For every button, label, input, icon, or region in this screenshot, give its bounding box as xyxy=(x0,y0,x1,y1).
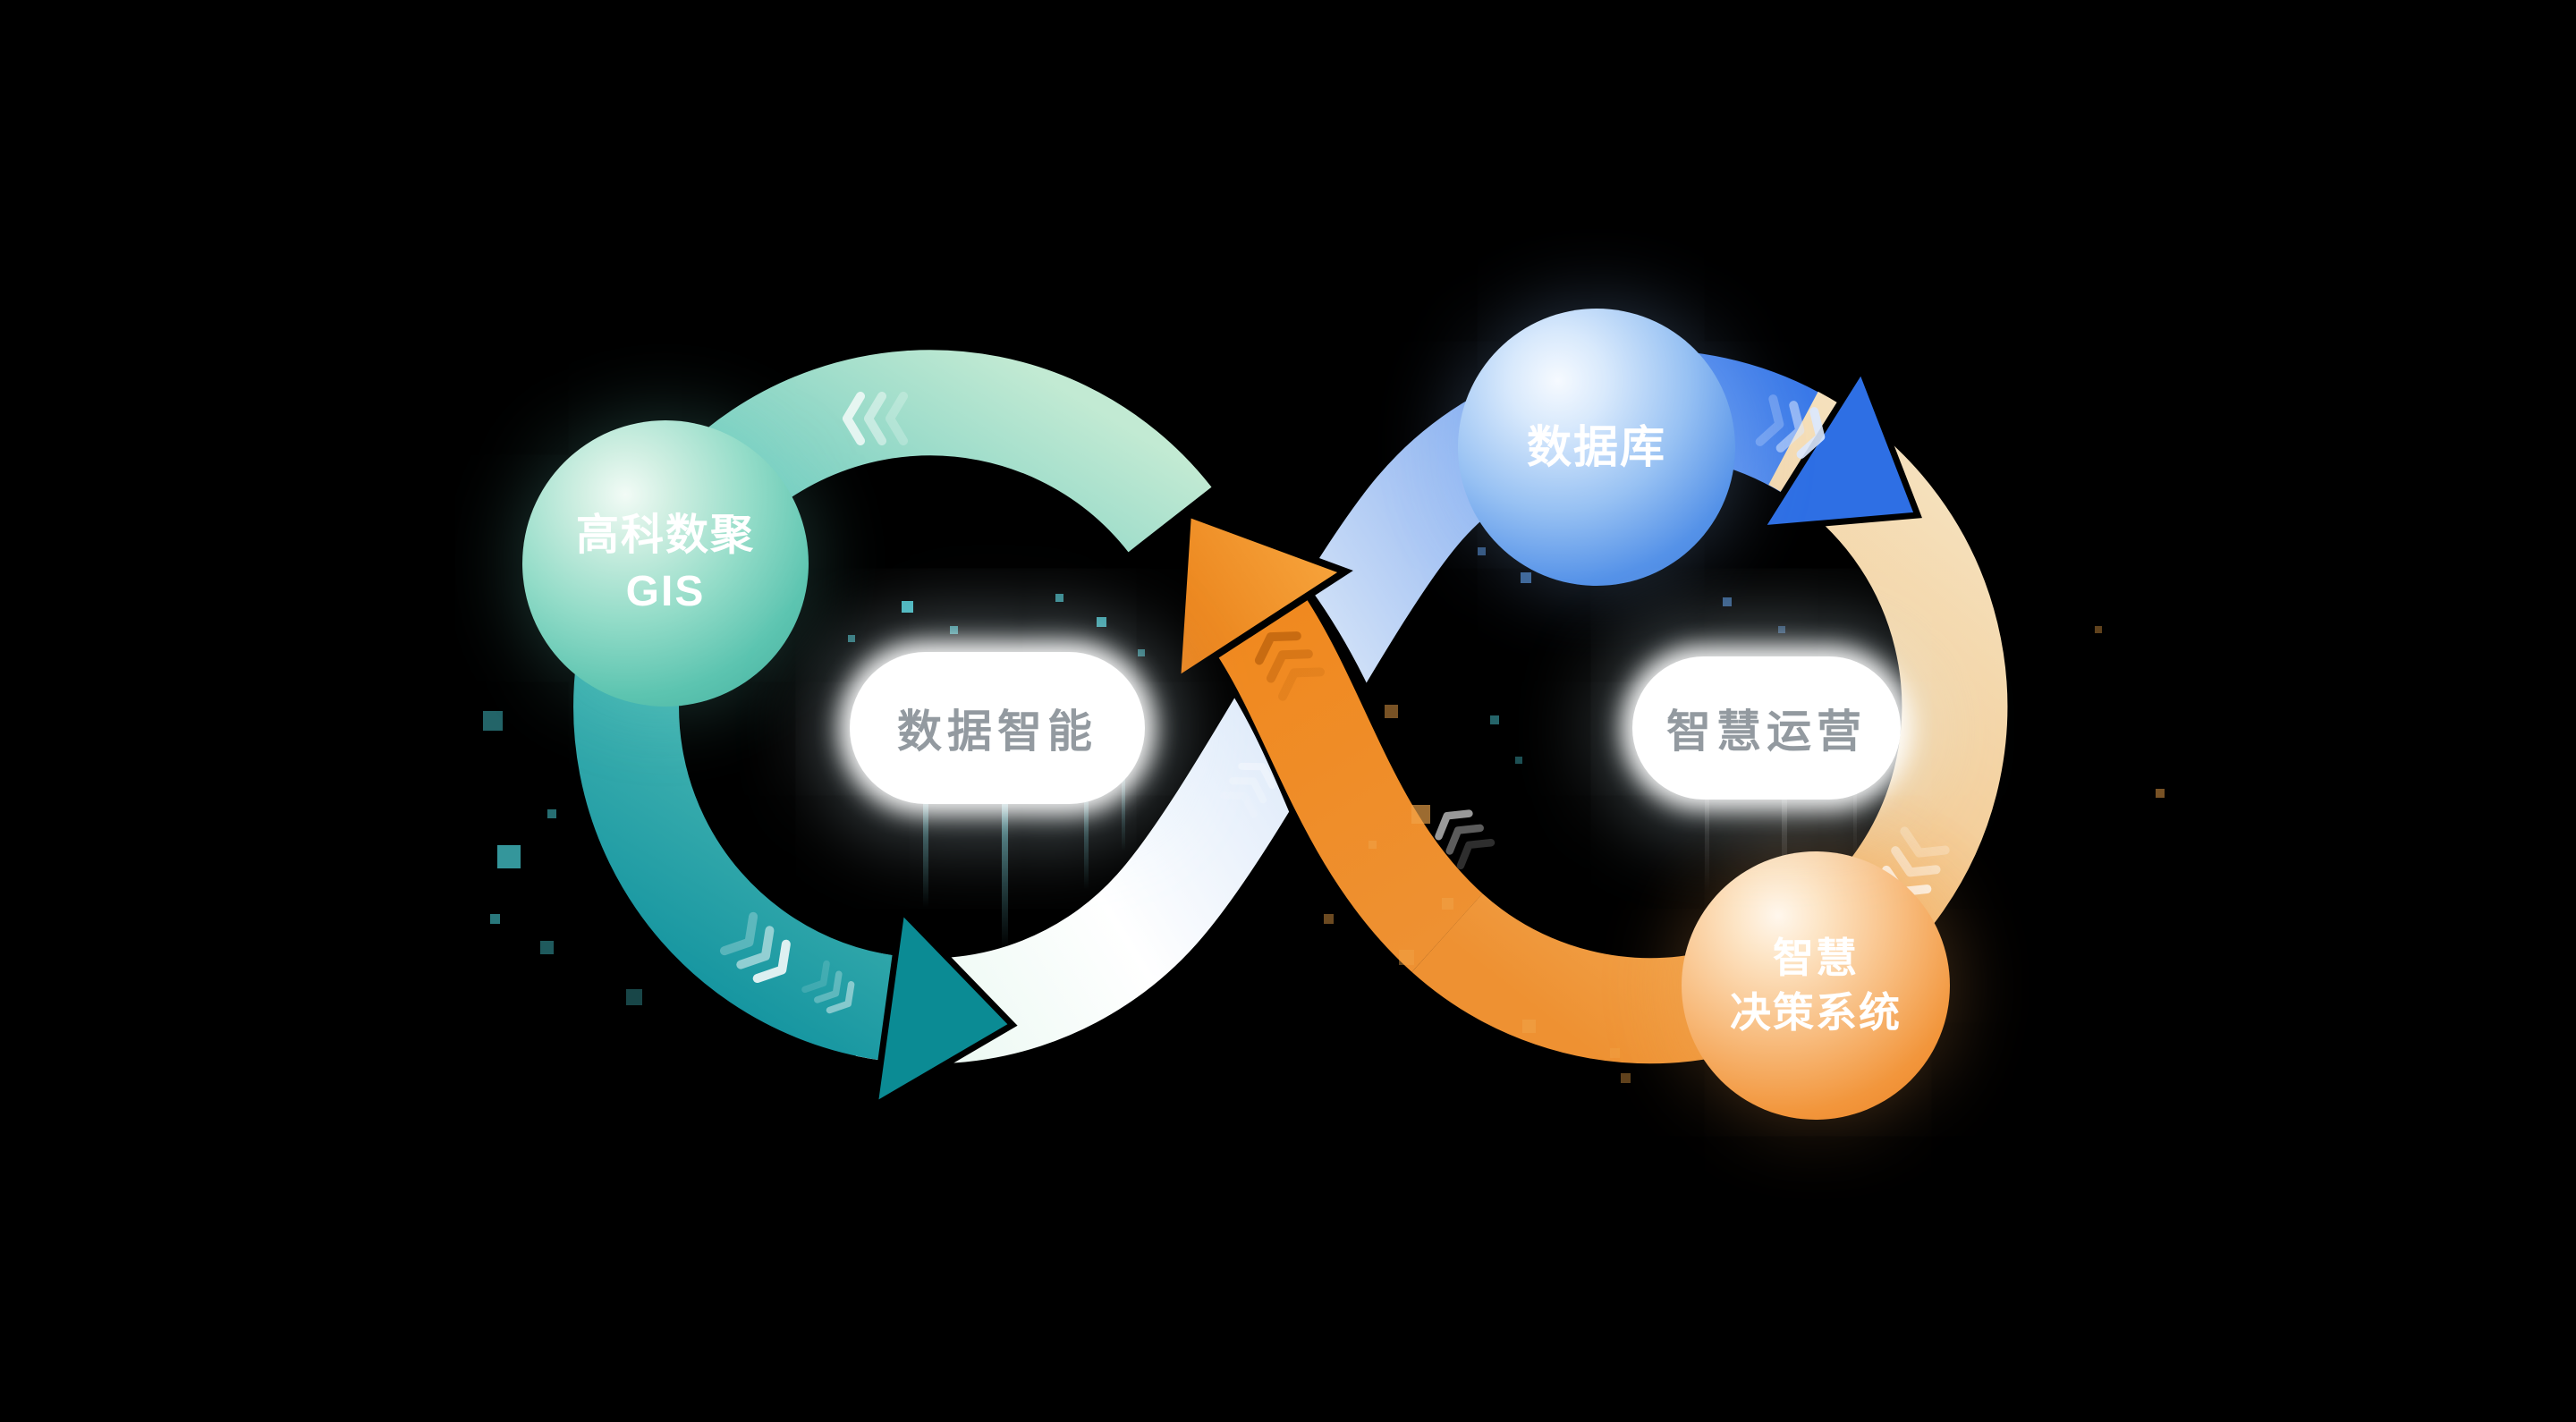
node-decision-system-label: 智慧 决策系统 xyxy=(1730,931,1902,1039)
pill-smart-operation-label: 智慧运营 xyxy=(1666,707,1867,757)
pill-data-intelligence-label: 数据智能 xyxy=(897,707,1097,757)
node-gis-label-line2: GIS xyxy=(625,568,706,615)
node-decision-label-line1: 智慧 xyxy=(1773,935,1859,982)
arrowhead-orange-icon xyxy=(1173,508,1353,688)
node-gis: 高科数聚 GIS xyxy=(522,420,809,707)
pill-smart-operation: 智慧运营 xyxy=(1632,656,1901,800)
node-gis-label: 高科数聚 GIS xyxy=(576,507,755,621)
node-database-label: 数据库 xyxy=(1527,418,1666,477)
node-database-label-text: 数据库 xyxy=(1527,422,1666,472)
node-gis-label-line1: 高科数聚 xyxy=(575,511,755,559)
pill-data-intelligence: 数据智能 xyxy=(850,652,1145,804)
pixel-dust xyxy=(483,546,2165,1083)
node-decision-label-line2: 决策系统 xyxy=(1730,989,1902,1036)
arrowhead-teal-icon xyxy=(870,903,1018,1112)
node-decision-system: 智慧 决策系统 xyxy=(1682,851,1950,1120)
node-database: 数据库 xyxy=(1458,309,1735,586)
flow-band-orange-diagonal xyxy=(1216,597,1484,972)
